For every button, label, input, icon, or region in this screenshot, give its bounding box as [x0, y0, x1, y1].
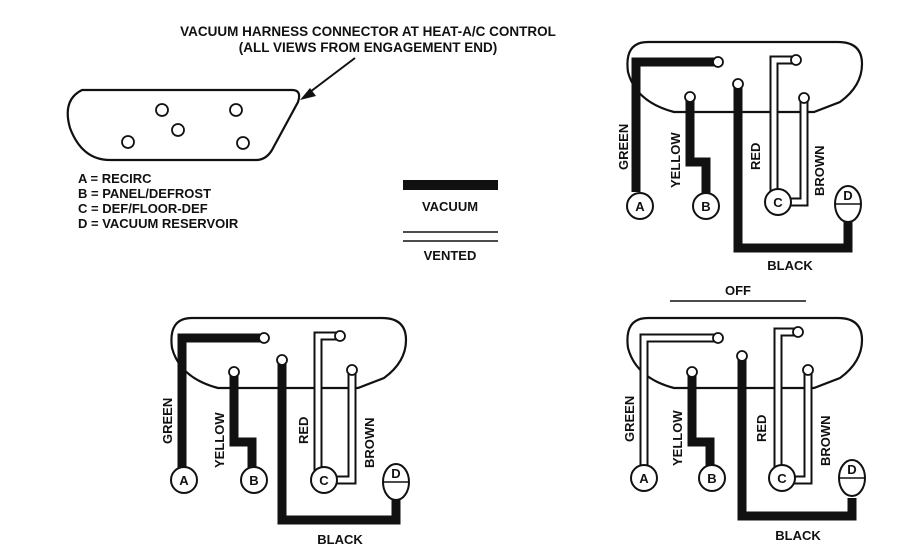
diagram-title: VACUUM HARNESS CONNECTOR AT HEAT-A/C CON…	[180, 24, 556, 39]
black-line	[277, 360, 401, 525]
port-a	[630, 464, 658, 492]
yellow-nipple	[228, 366, 240, 378]
black-nipple	[276, 354, 288, 366]
connector-hole	[155, 103, 169, 117]
yellow-nipple	[684, 91, 696, 103]
green-nipple	[712, 56, 724, 68]
pointer-arrow	[300, 57, 356, 100]
key-item-c: C = DEF/FLOOR-DEF	[78, 201, 208, 216]
port-b-label: B	[249, 473, 258, 488]
key-item-a: A = RECIRC	[78, 171, 152, 186]
key-item-d: D = VACUUM RESERVOIR	[78, 216, 239, 231]
green-nipple	[258, 332, 270, 344]
port-c-label: C	[773, 195, 783, 210]
brown-nipple	[802, 364, 814, 376]
view-bottom-left: A B C D GREEN YELLOW RED BROWN BLACK	[160, 316, 410, 547]
connector-hole	[229, 103, 243, 117]
black-nipple	[732, 78, 744, 90]
black-line	[737, 356, 857, 521]
red-nipple	[792, 326, 804, 338]
connector-hole	[121, 135, 135, 149]
port-key: A = RECIRC B = PANEL/DEFROST C = DEF/FLO…	[78, 171, 239, 231]
yellow-nipple	[686, 366, 698, 378]
legend-vented-label: VENTED	[424, 248, 477, 263]
green-label: GREEN	[160, 398, 175, 444]
yellow-label: YELLOW	[670, 410, 685, 466]
red-label: RED	[754, 415, 769, 442]
port-d-label: D	[847, 462, 856, 477]
diagram-subtitle: (ALL VIEWS FROM ENGAGEMENT END)	[239, 40, 498, 55]
line-legend: VACUUM VENTED	[403, 180, 498, 263]
legend-vacuum-label: VACUUM	[422, 199, 478, 214]
yellow-line	[687, 372, 715, 470]
port-c	[310, 466, 338, 494]
green-label: GREEN	[622, 396, 637, 442]
brown-nipple	[798, 92, 810, 104]
red-label: RED	[296, 417, 311, 444]
key-item-b: B = PANEL/DEFROST	[78, 186, 211, 201]
green-line	[631, 57, 718, 192]
port-a-label: A	[639, 471, 649, 486]
brown-label: BROWN	[362, 417, 377, 468]
black-label: BLACK	[767, 258, 813, 273]
port-b	[240, 466, 268, 494]
vacuum-swatch	[403, 180, 498, 190]
black-label: BLACK	[317, 532, 363, 547]
green-label: GREEN	[616, 124, 631, 170]
port-b-label: B	[701, 199, 710, 214]
port-c	[768, 464, 796, 492]
yellow-label: YELLOW	[668, 132, 683, 188]
brown-line	[784, 98, 809, 207]
red-label: RED	[748, 143, 763, 170]
port-c-label: C	[319, 473, 329, 488]
view-bottom-right-off: A B C D GREEN YELLOW RED BROWN BLACK	[622, 316, 866, 543]
black-line	[733, 84, 853, 253]
connector-hole	[171, 123, 185, 137]
port-a-label: A	[635, 199, 645, 214]
port-d-label: D	[391, 466, 400, 481]
port-b-label: B	[707, 471, 716, 486]
green-line	[177, 333, 264, 470]
red-nipple	[790, 54, 802, 66]
view-top-right: A B C D GREEN YELLOW RED BROWN BLACK	[616, 40, 864, 273]
connector-end-view	[66, 88, 301, 162]
brown-label: BROWN	[812, 145, 827, 196]
yellow-line	[229, 372, 257, 470]
mode-label-off: OFF	[725, 283, 751, 298]
black-label: BLACK	[775, 528, 821, 543]
port-b	[698, 464, 726, 492]
port-a	[626, 192, 654, 220]
port-c-label: C	[777, 471, 787, 486]
brown-nipple	[346, 364, 358, 376]
port-d-label: D	[843, 188, 852, 203]
green-nipple	[712, 332, 724, 344]
port-b	[692, 192, 720, 220]
port-a	[170, 466, 198, 494]
port-a-label: A	[179, 473, 189, 488]
yellow-line	[685, 97, 711, 194]
red-nipple	[334, 330, 346, 342]
port-c	[764, 188, 792, 216]
yellow-label: YELLOW	[212, 412, 227, 468]
connector-hole	[236, 136, 250, 150]
black-nipple	[736, 350, 748, 362]
brown-label: BROWN	[818, 415, 833, 466]
